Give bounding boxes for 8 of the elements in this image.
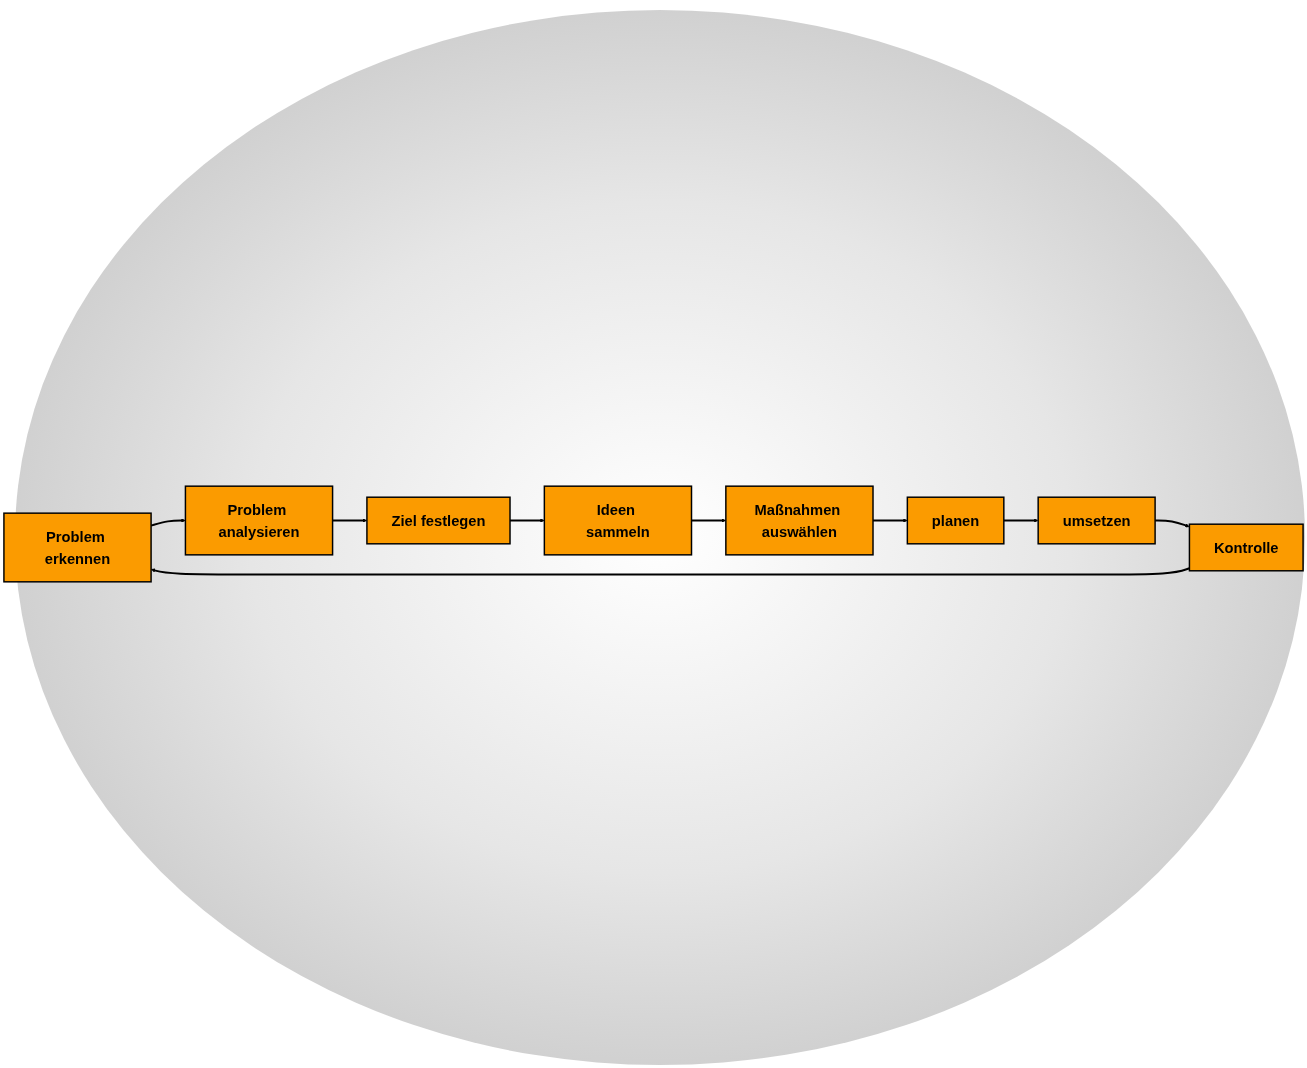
node-box: Problem analysieren	[184, 485, 334, 556]
node-box: Ideen sammeln	[543, 485, 693, 556]
node-box: Kontrolle	[1188, 523, 1304, 572]
node-box: umsetzen	[1037, 496, 1156, 545]
node-box: Ziel festlegen	[366, 496, 511, 545]
node-box: Problem erkennen	[3, 512, 152, 583]
node-box: Maßnahmen auswählen	[725, 485, 874, 556]
node-box: planen	[906, 496, 1005, 545]
